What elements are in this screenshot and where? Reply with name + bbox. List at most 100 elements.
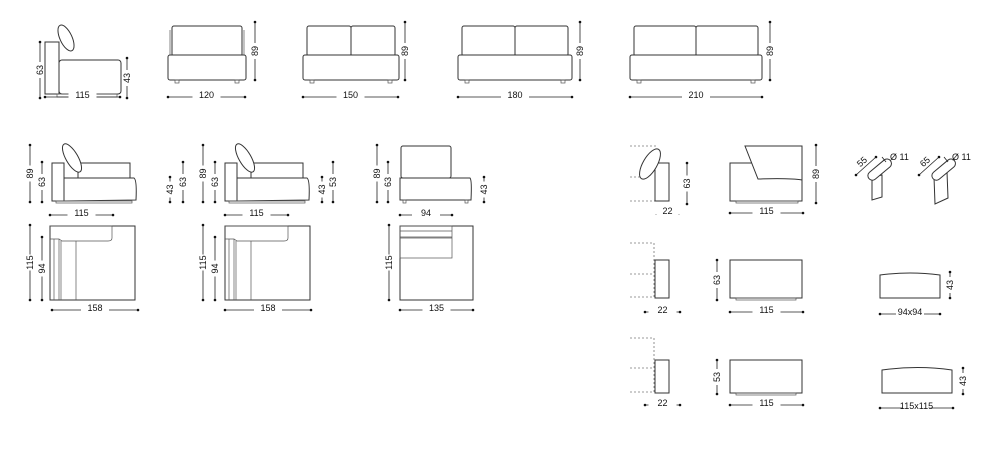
top-row-side-view-depth-label-bg [68, 91, 97, 98]
top-row-sofa-150-width-label-bg [336, 91, 365, 98]
pouf-94 [879, 272, 941, 299]
top-row-sofa-210-height-label: 89 [765, 46, 775, 56]
top-row-sofa-120-height-label: 89 [250, 46, 260, 56]
corner-arm-height-label-bg [384, 174, 392, 190]
chaise-b-depth-dimension-end [223, 213, 227, 217]
chaise-a-height-label: 89 [25, 168, 35, 178]
pouf-115-size-label: 115x115 [900, 401, 933, 411]
bolster-55-length-label: 55 [855, 155, 869, 169]
arm-53-thickness-label: 22 [657, 398, 667, 408]
top-row-sofa-180-height-label-bg [576, 43, 584, 59]
arm-63-side [630, 242, 670, 299]
chaise-a-depth-label-bg [67, 209, 96, 216]
arm-63-thickness-dimension-end [643, 310, 647, 314]
corner-seat-height-dimension-end [482, 175, 486, 179]
chaise-a-arm-height-label-bg [38, 174, 46, 190]
chaise-b-plan-width-dimension-end [223, 308, 227, 312]
back-cushion-thickness-label-bg [653, 207, 682, 214]
pouf-115-height-label-bg [959, 373, 967, 389]
arm-back-width-label-bg [752, 207, 781, 214]
chaise-a-plan-width-label: 158 [87, 303, 102, 313]
chaise-a-height-dimension-end [28, 200, 32, 204]
top-row-sofa-180-height-dimension-end [578, 20, 582, 24]
top-row-side-view-height-dimension-end [38, 40, 42, 44]
arm-53-width-label: 115 [759, 398, 773, 408]
arm-63-front [729, 259, 803, 301]
pouf-115-height-label: 43 [958, 376, 968, 386]
chaise-a-plan-width-label-bg [81, 304, 109, 311]
top-row-sofa-180-height-label: 89 [575, 46, 585, 56]
top-row-sofa-150-width-dimension-end [396, 95, 400, 99]
chaise-b-seat-height-label: 43 [317, 184, 327, 194]
top-row-sofa-120-width-label-bg [192, 91, 221, 98]
arm-63-height-dimension-end [715, 258, 719, 262]
chaise-b-plan-seat-dimension-end [213, 298, 217, 302]
corner-plan-width-dimension-end [471, 308, 475, 312]
chaise-a-end-height-dimension-end [181, 160, 185, 164]
chaise-b-depth-dimension-end [286, 213, 290, 217]
arm-63-width-label: 115 [759, 305, 773, 315]
diameter-arrow [943, 156, 949, 163]
corner-seat-height-dimension-end [482, 200, 486, 204]
top-row-sofa-210-height-label-bg [766, 43, 774, 59]
chaise-b-plan-width-label: 158 [260, 303, 275, 313]
arm-53-width-dimension-end [728, 403, 732, 407]
top-row-sofa-210-height-dimension-end [768, 78, 772, 82]
arm-53-side [630, 337, 670, 394]
top-row-sofa-210-width-label: 210 [688, 90, 703, 100]
top-row-sofa-150-height-dimension-end [403, 20, 407, 24]
top-row-sofa-210-width-label-bg [682, 91, 710, 98]
chaise-a-seat-height-dimension-end [168, 200, 172, 204]
arm-back-height-dimension-end [814, 201, 818, 205]
arm-63-height-dimension-end [715, 298, 719, 302]
bolster-55-diameter-label: Ø 11 [890, 152, 909, 162]
bolster-65-length-dimension-end [917, 173, 921, 177]
back-cushion-height-dimension-end [685, 161, 689, 165]
chaise-a-arm-height-dimension-end [40, 200, 44, 204]
top-row-sofa-120-width-dimension-end [243, 95, 247, 99]
chaise-b-seat-height-dimension-end [320, 200, 324, 204]
chaise-b-end-height-dimension-end [331, 200, 335, 204]
chaise-b-plan-width-dimension-end [309, 308, 313, 312]
sofa-180-front [457, 25, 573, 84]
chaise-b-plan [224, 225, 311, 301]
top-row-sofa-180-height-dimension-end [578, 78, 582, 82]
pouf-115-size-dimension-end [878, 406, 882, 410]
arm-back-width-dimension-end [801, 211, 805, 215]
chaise-b-arm-height-dimension-end [213, 160, 217, 164]
corner-plan-depth-dimension-end [387, 223, 391, 227]
chaise-a-side [51, 143, 137, 204]
chaise-a-plan-width-dimension-end [136, 308, 140, 312]
chaise-a-plan-seat-dimension-end [40, 298, 44, 302]
corner-plan [399, 225, 474, 301]
arm-back-height-label-bg [812, 166, 820, 182]
pouf-94-height-dimension-end [948, 296, 952, 300]
chaise-b-seat-height-label-bg [318, 181, 326, 198]
chaise-a-plan-depth-label-bg [26, 254, 34, 271]
corner-seat-height-label-bg [480, 181, 488, 198]
top-row-sofa-150-height-dimension-end [403, 78, 407, 82]
chaise-a-end-height-dimension-end [181, 200, 185, 204]
chaise-b-plan-depth-dimension-end [201, 298, 205, 302]
arm-53-thickness-dimension-end [678, 403, 682, 407]
corner-front [399, 145, 472, 204]
chaise-b-height-dimension-end [201, 143, 205, 147]
top-row-sofa-180-width-label-bg [501, 91, 529, 98]
chaise-b-plan-depth-dimension-end [201, 223, 205, 227]
chaise-a-plan-seat-label-bg [38, 260, 46, 277]
arm-53-thickness-dimension-end [643, 403, 647, 407]
chaise-b-height-label: 89 [198, 168, 208, 178]
pouf-94-height-dimension-end [948, 270, 952, 274]
top-row-side-view-seat-height-dimension-end [125, 96, 129, 100]
chaise-a-height-label-bg [26, 165, 34, 182]
top-row-side-view-seat-height-label-bg [123, 70, 131, 86]
chaise-b-plan-seat-dimension-end [213, 235, 217, 239]
chaise-b-plan-width-label-bg [254, 304, 282, 311]
top-row-side-view-depth-label: 115 [75, 90, 89, 100]
diameter-arrow [881, 156, 887, 163]
bolster-55 [867, 158, 892, 201]
chaise-a-plan [49, 225, 136, 301]
back-cushion-height-dimension-end [685, 202, 689, 206]
pouf-94-size-dimension-end [878, 312, 882, 316]
